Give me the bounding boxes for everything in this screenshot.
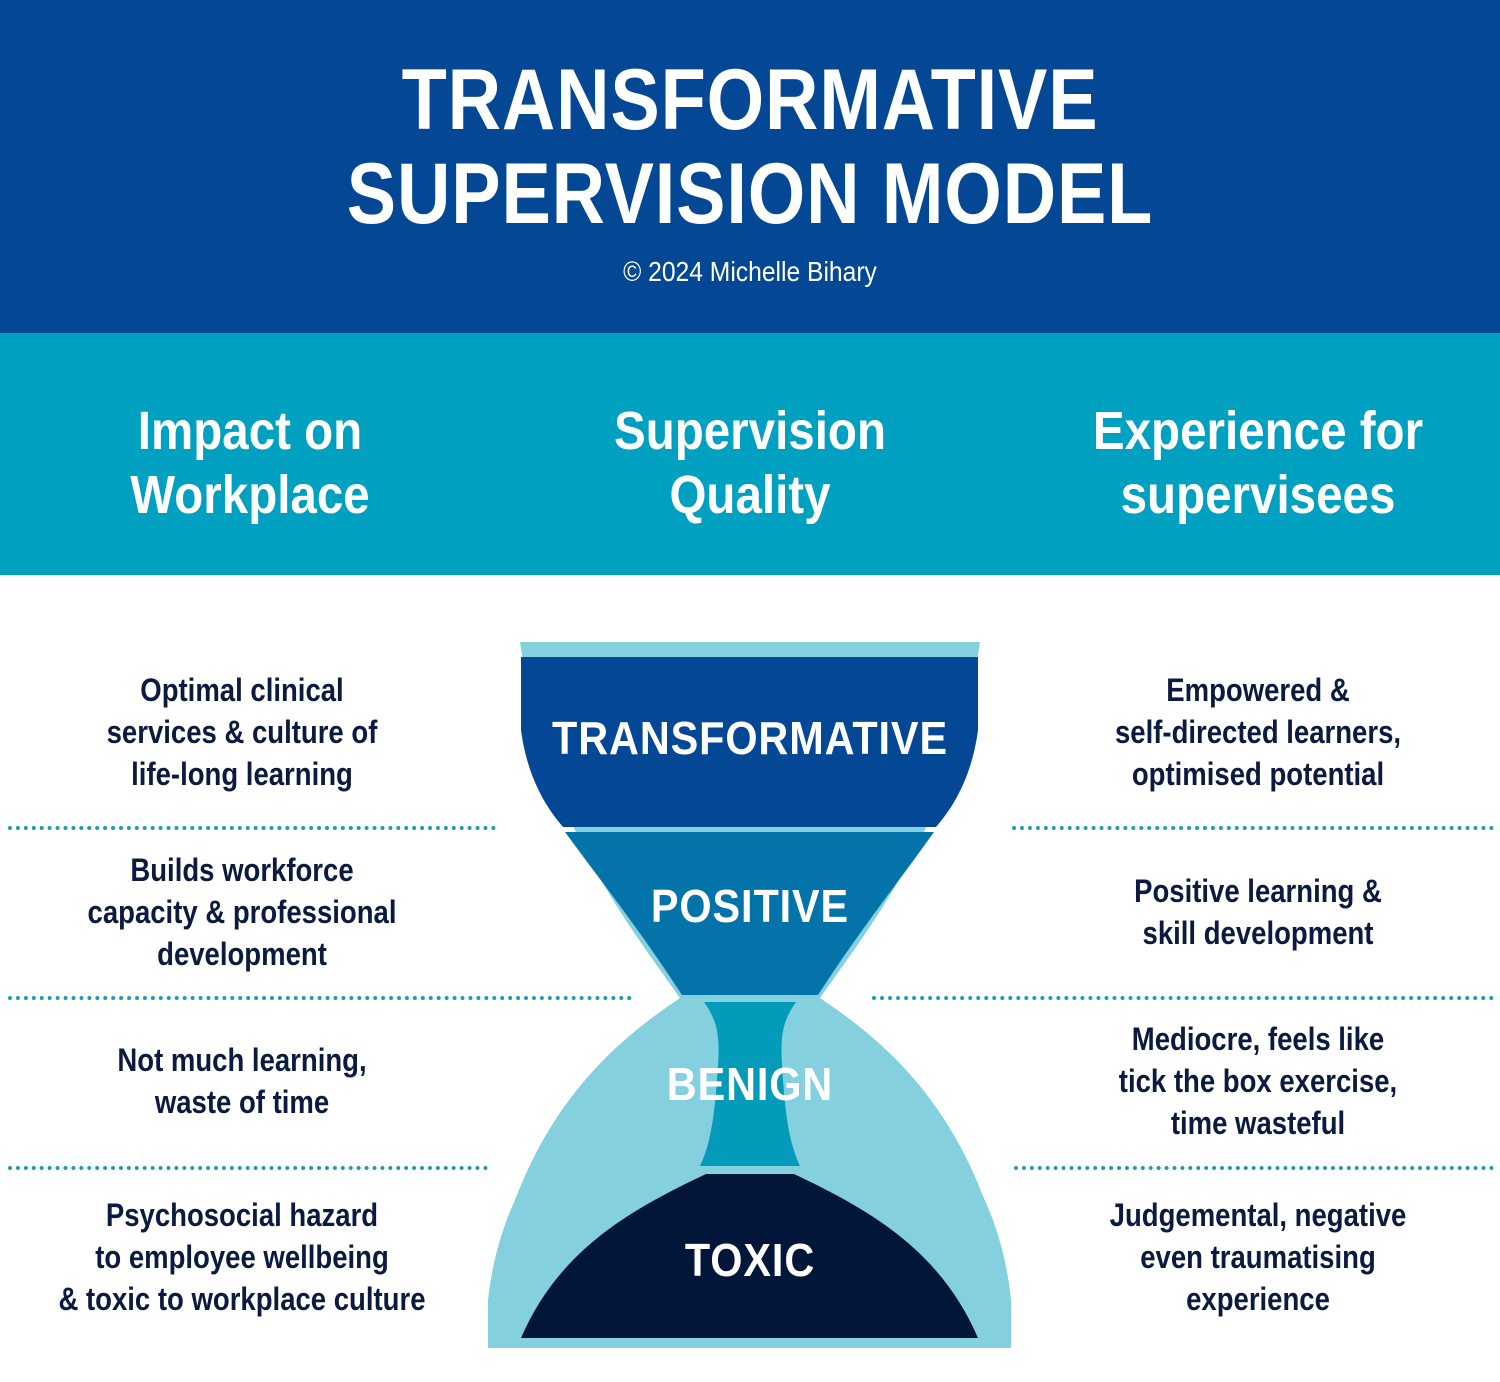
desc-line: tick the box exercise,	[1118, 1063, 1398, 1099]
hourglass-outer-left-space	[488, 642, 680, 1300]
experience-transformative: Empowered & self-directed learners, opti…	[1052, 669, 1465, 795]
separator-right-1	[1012, 826, 1494, 830]
desc-line: optimised potential	[1131, 756, 1385, 792]
desc-line: Optimal clinical	[140, 672, 344, 708]
desc-line: development	[157, 936, 327, 972]
column-heading-quality: Supervision Quality	[530, 399, 970, 527]
desc-line: capacity & professional	[87, 894, 397, 930]
level-transformative-shape	[521, 657, 978, 827]
desc-line: even traumatising	[1140, 1239, 1376, 1275]
level-toxic-shape	[521, 1174, 978, 1338]
desc-line: life-long learning	[131, 756, 353, 792]
header-banner: TRANSFORMATIVE SUPERVISION MODEL © 2024 …	[0, 0, 1500, 333]
title-line-2: SUPERVISION MODEL	[346, 146, 1154, 242]
desc-line: self-directed learners,	[1114, 714, 1402, 750]
column-header-band: Impact on Workplace Supervision Quality …	[0, 333, 1500, 575]
hourglass-outer-right-space	[820, 642, 1011, 1300]
separator-left-3	[8, 1166, 488, 1170]
desc-line: experience	[1186, 1281, 1330, 1317]
separator-right-3	[1014, 1166, 1494, 1170]
separator-right-2	[872, 996, 1494, 1000]
desc-line: Empowered &	[1166, 672, 1350, 708]
column-heading-line: supervisees	[1120, 465, 1396, 525]
separator-left-2	[8, 996, 632, 1000]
desc-line: services & culture of	[106, 714, 378, 750]
level-label-toxic: TOXIC	[684, 1234, 816, 1286]
experience-benign: Mediocre, feels like tick the box exerci…	[1052, 1018, 1465, 1144]
experience-toxic: Judgemental, negative even traumatising …	[1052, 1194, 1465, 1320]
level-label-positive: POSITIVE	[650, 880, 850, 932]
column-heading-impact: Impact on Workplace	[30, 399, 470, 527]
desc-line: Mediocre, feels like	[1131, 1021, 1385, 1057]
column-heading-line: Impact on	[137, 401, 363, 461]
level-label-transformative: TRANSFORMATIVE	[552, 712, 948, 764]
impact-positive: Builds workforce capacity & professional…	[36, 849, 449, 975]
desc-line: Psychosocial hazard	[105, 1197, 379, 1233]
impact-benign: Not much learning, waste of time	[36, 1039, 449, 1123]
title-line-1: TRANSFORMATIVE	[401, 52, 1099, 148]
desc-line: Positive learning &	[1134, 873, 1382, 909]
desc-line: to employee wellbeing	[95, 1239, 389, 1275]
column-heading-line: Workplace	[130, 465, 370, 525]
desc-line: Not much learning,	[117, 1042, 367, 1078]
experience-positive: Positive learning & skill development	[1052, 870, 1465, 954]
column-heading-line: Quality	[669, 465, 831, 525]
copyright-notice: © 2024 Michelle Bihary	[623, 256, 877, 287]
column-heading-line: Experience for	[1092, 401, 1424, 461]
desc-line: waste of time	[154, 1084, 330, 1120]
level-label-benign: BENIGN	[666, 1058, 834, 1110]
desc-line: Builds workforce	[130, 852, 354, 888]
separator-left-1	[8, 826, 496, 830]
column-heading-experience: Experience for supervisees	[1038, 399, 1478, 527]
desc-line: Judgemental, negative	[1109, 1197, 1407, 1233]
level-positive-shape	[565, 832, 934, 995]
desc-line: & toxic to workplace culture	[58, 1281, 426, 1317]
impact-transformative: Optimal clinical services & culture of l…	[36, 669, 449, 795]
level-benign-shape	[700, 1002, 800, 1166]
impact-toxic: Psychosocial hazard to employee wellbein…	[36, 1194, 449, 1320]
desc-line: time wasteful	[1170, 1105, 1346, 1141]
column-heading-line: Supervision	[613, 401, 886, 461]
desc-line: skill development	[1142, 915, 1374, 951]
